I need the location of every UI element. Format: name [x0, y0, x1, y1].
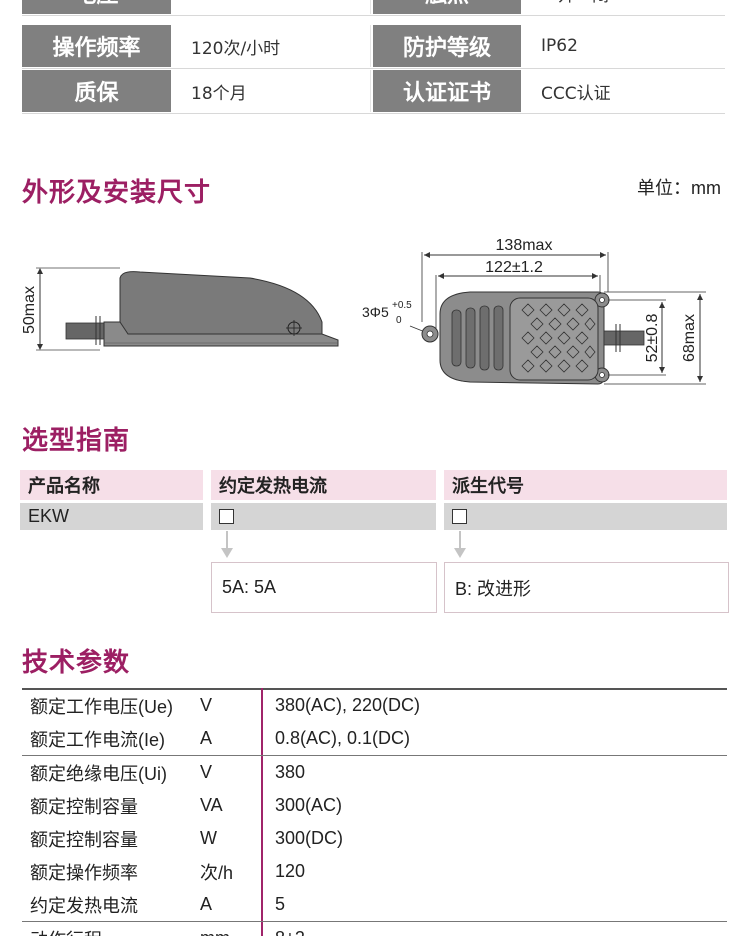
- spec-row: 质保 18个月 认证证书 CCC认证: [22, 70, 725, 114]
- spec-value: 一开一闭: [521, 0, 725, 14]
- param-value: 380: [275, 762, 306, 782]
- param-value: 120: [275, 861, 306, 881]
- unit-label: 单位：mm: [637, 178, 721, 198]
- param-value: 300(DC): [275, 828, 344, 848]
- table-border: [22, 688, 727, 690]
- table-row: 约定发热电流 A 5: [22, 888, 727, 921]
- hole-tol-upper: +0.5: [392, 300, 412, 311]
- selection-header: 产品名称: [20, 470, 203, 500]
- spec-header: 电压: [22, 0, 171, 14]
- spec-header: 防护等级: [373, 25, 521, 67]
- blank-box-icon: [219, 509, 234, 524]
- selection-option: 5A: 5A: [211, 562, 437, 613]
- table-row: 额定控制容量 VA 300(AC): [22, 789, 727, 822]
- selection-title: 选型指南: [22, 425, 131, 455]
- table-row: 额定工作电压(Ue) V 380(AC), 220(DC): [22, 689, 727, 722]
- tech-title: 技术参数: [22, 647, 131, 677]
- dimensions-title: 外形及安装尺寸: [22, 177, 212, 207]
- param-unit: V: [200, 695, 213, 715]
- total-width-label: 68max: [681, 314, 698, 362]
- column-divider: [261, 688, 263, 936]
- spec-value: 18个月: [171, 70, 371, 112]
- side-height-label: 50max: [21, 286, 38, 334]
- spec-row: 操作频率 120次/小时 防护等级 IP62: [22, 25, 725, 69]
- selection-header: 约定发热电流: [211, 470, 436, 500]
- total-length-label: 138max: [496, 237, 553, 254]
- selection-header: 派生代号: [444, 470, 727, 500]
- hole-vertical-label: 52±0.8: [644, 313, 661, 362]
- hole-dia-label: 3Φ5: [362, 304, 389, 320]
- table-row: 额定绝缘电压(Ui) V 380: [22, 756, 727, 789]
- hole-tol-lower: 0: [396, 315, 402, 326]
- selection-code-slot: [211, 503, 436, 530]
- selection-code-slot: [444, 503, 727, 530]
- param-name: 约定发热电流: [30, 895, 138, 916]
- param-unit: V: [200, 762, 213, 782]
- arrow-line: [459, 531, 461, 549]
- param-unit: A: [200, 894, 213, 914]
- spec-header: 操作频率: [22, 25, 171, 67]
- param-value: 300(AC): [275, 795, 343, 815]
- param-name: 额定控制容量: [30, 829, 138, 850]
- param-name: 额定绝缘电压(Ui): [30, 763, 167, 784]
- selection-value: EKW: [20, 503, 203, 530]
- param-value: 5: [275, 894, 286, 914]
- hole-spacing-label: 122±1.2: [485, 259, 543, 276]
- row-divider: [22, 755, 727, 756]
- spec-value: 120次/小时: [171, 25, 371, 67]
- arrow-line: [226, 531, 228, 549]
- param-value: 380(AC), 220(DC): [275, 695, 421, 715]
- spec-row: 电压 AC380V DC220V 触点 一开一闭: [22, 0, 725, 16]
- arrow-down-icon: [221, 548, 233, 558]
- table-row: 额定操作频率 次/h 120: [22, 855, 727, 888]
- side-view: 50max: [21, 267, 339, 351]
- dimension-drawing: 50max 138max 122±1.2 3Φ5 +0.5 0: [21, 237, 706, 385]
- spec-header: 触点: [373, 0, 521, 14]
- arrow-down-icon: [454, 548, 466, 558]
- table-row: 额定工作电流(Ie) A 0.8(AC), 0.1(DC): [22, 722, 727, 755]
- param-unit: 次/h: [200, 862, 234, 883]
- table-row: 额定控制容量 W 300(DC): [22, 822, 727, 855]
- spec-value: IP62: [541, 36, 578, 56]
- spec-value: CCC认证: [541, 83, 611, 104]
- param-unit: A: [200, 728, 213, 748]
- param-value: 0.8(AC), 0.1(DC): [275, 728, 411, 748]
- param-unit: VA: [200, 795, 223, 815]
- spec-header: 质保: [22, 70, 171, 112]
- param-name: 额定工作电压(Ue): [30, 696, 173, 717]
- param-unit: W: [200, 828, 217, 848]
- param-value: 8±2: [275, 922, 305, 936]
- table-row: 动作行程 mm 8±2: [22, 922, 727, 936]
- param-name: 动作行程: [30, 922, 102, 936]
- spec-header: 认证证书: [373, 70, 521, 112]
- blank-box-icon: [452, 509, 467, 524]
- selection-option: B: 改进形: [444, 562, 729, 613]
- param-name: 额定工作电流(Ie): [30, 729, 165, 750]
- param-unit: mm: [200, 922, 230, 936]
- row-divider: [22, 921, 727, 922]
- param-name: 额定操作频率: [30, 862, 138, 883]
- param-name: 额定控制容量: [30, 796, 138, 817]
- top-view: 138max 122±1.2 3Φ5 +0.5 0: [362, 237, 706, 385]
- spec-value: AC380V DC220V: [171, 0, 371, 14]
